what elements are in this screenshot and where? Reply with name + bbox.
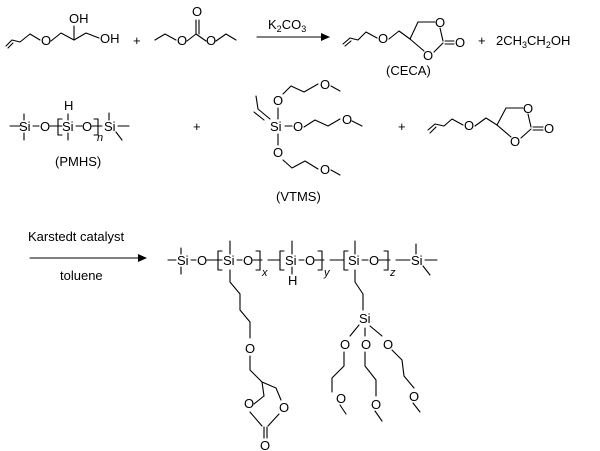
side-oxygen-middle: O bbox=[361, 337, 371, 352]
product-si-y: Si bbox=[285, 253, 297, 268]
product-si-x: Si bbox=[223, 253, 235, 268]
plus-sign: + bbox=[133, 33, 141, 48]
allyloxy-propanediol: O OH OH bbox=[5, 11, 120, 49]
repeat-x: x bbox=[261, 267, 268, 279]
ceca-label: (CECA) bbox=[386, 63, 431, 78]
reaction-2: Si O Si H O n Si (PMHS) + bbox=[9, 77, 554, 204]
vtms-oxygen-bottom: O bbox=[273, 145, 283, 160]
side-ring-oxygen-right: O bbox=[279, 400, 289, 415]
ceca-product: O O O O (CECA) bbox=[342, 15, 465, 78]
product-si-z: Si bbox=[348, 253, 360, 268]
vtms-silicon: Si bbox=[270, 119, 282, 134]
carbonate-oxygen-left: O bbox=[177, 33, 187, 48]
pmhs-hydrogen: H bbox=[64, 98, 73, 113]
vtms: Si O O O O O O (VTMS) bbox=[253, 77, 363, 204]
carbonyl-oxygen: O bbox=[192, 4, 202, 19]
reaction-3: Karstedt catalyst toluene Si O Si O bbox=[28, 229, 438, 451]
side-oxygen-right: O bbox=[383, 337, 393, 352]
pmhs-si-repeat: Si bbox=[62, 119, 74, 134]
vtms-oxygen-top: O bbox=[273, 93, 283, 108]
pmhs-label: (PMHS) bbox=[55, 154, 101, 169]
repeat-y: y bbox=[323, 267, 331, 279]
side-methoxy-middle: O bbox=[371, 397, 381, 412]
vtms-methoxy-right: O bbox=[342, 112, 352, 127]
vtms-oxygen-right: O bbox=[293, 119, 303, 134]
vtms-methoxy-top: O bbox=[320, 77, 330, 92]
side-oxygen-left: O bbox=[340, 337, 350, 352]
plus-sign-2: + bbox=[193, 119, 201, 134]
ceca2-ring-oxygen-top: O bbox=[523, 101, 533, 116]
pmhs: Si O Si H O n Si (PMHS) bbox=[9, 98, 130, 169]
plus-sign-byproduct: + bbox=[478, 33, 486, 48]
pmhs-repeat-n: n bbox=[97, 132, 103, 144]
catalyst-k2co3: K2CO3 bbox=[268, 17, 306, 34]
vtms-methoxy-bottom: O bbox=[320, 162, 330, 177]
vtms-label: (VTMS) bbox=[276, 189, 321, 204]
ceca2-carbonyl-oxygen: O bbox=[544, 121, 554, 136]
copolymer-backbone: Si O Si O x Si H bbox=[167, 240, 438, 288]
side-methoxy-left: O bbox=[336, 391, 346, 406]
reaction-arrow-2: Karstedt catalyst toluene bbox=[28, 229, 147, 283]
hydroxyl-top: OH bbox=[69, 11, 89, 26]
side-chain-silicon: Si bbox=[359, 311, 371, 326]
product-oxygen-x: O bbox=[243, 253, 253, 268]
ceca-reactant: O O O O bbox=[427, 101, 554, 149]
diethyl-carbonate: O O O bbox=[154, 4, 237, 48]
repeat-z: z bbox=[389, 267, 396, 279]
product-hydrogen: H bbox=[288, 273, 297, 288]
toluene-solvent: toluene bbox=[60, 268, 103, 283]
product-oxygen-1: O bbox=[197, 253, 207, 268]
side-chain-ether-oxygen: O bbox=[245, 341, 255, 356]
carbonate-oxygen-right: O bbox=[206, 33, 216, 48]
ceca-ring-oxygen-bottom: O bbox=[423, 48, 433, 63]
ceca-ring-oxygen-top: O bbox=[435, 15, 445, 30]
product-oxygen-y: O bbox=[305, 253, 315, 268]
side-ring-carbonyl-oxygen: O bbox=[260, 438, 270, 451]
side-methoxy-right: O bbox=[409, 389, 419, 404]
karstedt-catalyst: Karstedt catalyst bbox=[28, 229, 124, 244]
product-si-end-right: Si bbox=[411, 253, 423, 268]
vtms-side-chain: Si O O O O O O bbox=[331, 269, 421, 422]
reaction-1: O OH OH + O O O K2CO3 O bbox=[5, 4, 570, 78]
pmhs-oxygen-2: O bbox=[82, 119, 92, 134]
ceca-ether-oxygen: O bbox=[378, 31, 388, 46]
ceca2-ring-oxygen-bottom: O bbox=[510, 134, 520, 149]
pmhs-oxygen-1: O bbox=[40, 119, 50, 134]
product-oxygen-z: O bbox=[369, 253, 379, 268]
pmhs-si-end-right: Si bbox=[104, 119, 116, 134]
product-si-end-left: Si bbox=[177, 253, 189, 268]
ethanol-byproduct: 2CH3CH2OH bbox=[496, 33, 570, 50]
hydroxyl-end: OH bbox=[100, 31, 120, 46]
ceca2-ether-oxygen: O bbox=[464, 118, 474, 133]
plus-sign-3: + bbox=[398, 119, 406, 134]
ether-oxygen: O bbox=[41, 33, 51, 48]
ceca-carbonyl-oxygen: O bbox=[455, 35, 465, 50]
ceca-side-chain: O O O O bbox=[229, 269, 289, 451]
side-ring-oxygen-left: O bbox=[244, 396, 254, 411]
pmhs-si-end-left: Si bbox=[19, 119, 31, 134]
reaction-arrow-1: K2CO3 bbox=[256, 17, 330, 41]
